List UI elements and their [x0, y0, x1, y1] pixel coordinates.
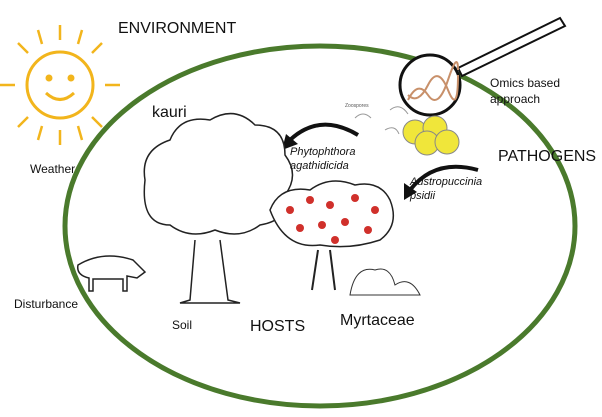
shrubs-icon — [349, 268, 421, 296]
spores-cluster — [402, 115, 460, 156]
label-disturbance: Disturbance — [14, 297, 79, 311]
omics-line1: Omics based — [490, 76, 561, 90]
arrow-phytophthora — [288, 122, 360, 142]
label-environment: ENVIRONMENT — [118, 20, 237, 37]
omics-line2: approach — [490, 92, 541, 106]
arrow-austropuccinia — [408, 164, 479, 192]
boar-icon — [76, 255, 147, 292]
zoospores-sketch — [354, 106, 409, 135]
austropuccinia-line2: psidii — [410, 190, 436, 202]
magnifying-glass-icon — [398, 16, 567, 117]
kauri-tree-icon — [143, 112, 294, 304]
dna-helix-icon — [407, 61, 459, 101]
label-weather: Weather — [30, 162, 76, 176]
environment-circle — [62, 43, 578, 409]
phytophthora-line2: agathidicida — [290, 160, 349, 172]
label-soil: Soil — [172, 318, 193, 332]
label-kauri: kauri — [152, 104, 187, 121]
label-omics: Omics based approach — [490, 75, 560, 107]
myrtaceae-tree-icon — [269, 180, 421, 296]
label-pathogens: PATHOGENS — [498, 148, 597, 165]
label-austropuccinia: Austropuccinia psidii — [410, 175, 482, 203]
label-zoospores: Zoospores — [345, 103, 369, 109]
sun-icon — [0, 25, 120, 145]
label-hosts: HOSTS — [250, 318, 306, 335]
label-myrtaceae: Myrtaceae — [340, 312, 415, 329]
label-phytophthora: Phytophthora agathidicida — [290, 145, 355, 173]
austropuccinia-line1: Austropuccinia — [410, 176, 483, 188]
phytophthora-line1: Phytophthora — [290, 146, 356, 158]
